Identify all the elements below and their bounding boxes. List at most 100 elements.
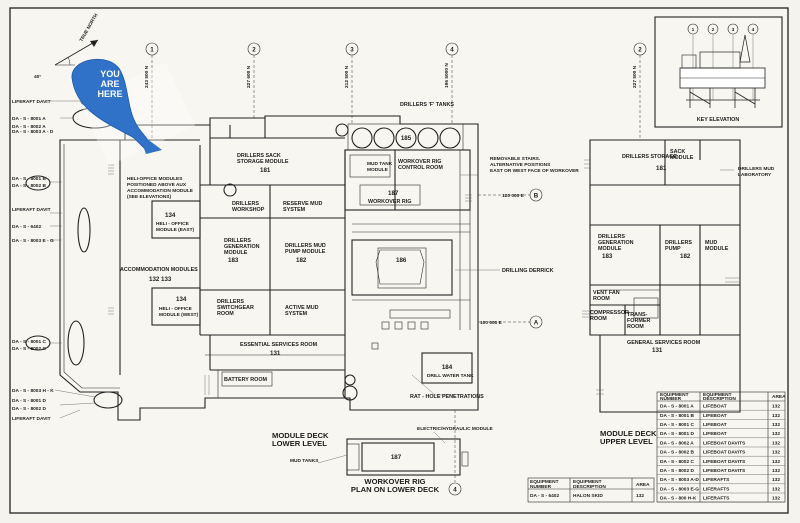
table-cell-desc: LIFEBOAT DAVITS	[703, 450, 746, 456]
removable-stairs-line: ALTERNATIVE POSITIONS	[490, 162, 551, 168]
table-cell-area: 132	[772, 468, 780, 474]
upper-sack-line: SACK	[670, 149, 685, 155]
heli-note-line: ACCOMMODATION MODULE	[127, 188, 194, 194]
switchgear-line: ROOM	[217, 311, 234, 317]
equipment-label: DA - S - 8001 C	[12, 339, 46, 345]
drillers-gen-line: DRILLERS	[224, 238, 251, 244]
pin-line-3: HERE	[97, 89, 122, 99]
equipment-label: LIFERAFT DAVIT	[12, 207, 51, 213]
heli-west-number: 134	[176, 296, 187, 303]
upper-mud-module-line: MODULE	[705, 246, 729, 252]
table-cell-desc: LIFEBOAT DAVITS	[703, 459, 746, 465]
tape-overlay	[79, 62, 196, 166]
essential-services: ESSENTIAL SERVICES ROOM	[240, 342, 318, 348]
table-cell-area: 132	[772, 477, 780, 483]
mud-tank-line: MUD TANK	[367, 161, 393, 167]
mud-tank-line: MODULE	[367, 167, 389, 173]
electric-hydraulic: ELECTRIC/HYDRAULIC MODULE	[417, 426, 493, 432]
equipment-label: DA - S - 6402	[12, 224, 41, 230]
heli-east-line: MODULE (EAST)	[156, 227, 195, 233]
upper-pump-line: PUMP	[665, 246, 681, 252]
grid-marker-label: 2	[638, 47, 642, 54]
grid-marker-label: 1	[150, 47, 154, 54]
table-cell-area: 132	[772, 440, 780, 446]
equipment-label: LIFERAFT DAVIT	[12, 99, 51, 105]
grid-a-coordinate: 100 000 E	[480, 320, 503, 326]
drillers-workshop-line: WORKSHOP	[232, 207, 265, 213]
table-header-number: NUMBER	[660, 396, 682, 402]
heli-east-line: HELI - OFFICE	[156, 221, 190, 227]
table-cell-area: 132	[772, 496, 780, 502]
upper-drillers-storage: DRILLERS STORAGE	[622, 154, 677, 160]
table-header-area: AREA	[772, 394, 786, 400]
grid-b-marker: B	[534, 193, 539, 200]
upper-mud-lab-line: LABORATORY	[738, 172, 772, 178]
sack-storage-number: 181	[260, 167, 271, 174]
table-cell-area: 132	[772, 413, 780, 419]
table-header-desc: EQUIPMENT	[703, 392, 732, 398]
table-cell-area: 132	[772, 404, 780, 410]
upper-general-services: GENERAL SERVICES ROOM	[627, 340, 701, 346]
upper-transformer-line: FORMER	[627, 318, 650, 324]
drillers-gen-line: MODULE	[224, 250, 248, 256]
equipment-label: DA - S - 8002 D	[12, 406, 46, 412]
grid-marker-label: 2	[252, 47, 256, 54]
upper-compressor-line: COMPRESSOR	[590, 310, 629, 316]
key-elevation-title: KEY ELEVATION	[697, 117, 740, 123]
table-cell-area: 132	[772, 459, 780, 465]
grid-marker-label: 3	[350, 47, 354, 54]
upper-general-number: 131	[652, 347, 663, 354]
table-cell-number: DA - S - 8001 B	[660, 413, 694, 419]
key-marker-label: 4	[752, 27, 755, 33]
table-cell-number: DA - S - 8001 D	[660, 431, 694, 437]
active-mud-line: SYSTEM	[285, 311, 308, 317]
upper-gen-line: MODULE	[598, 246, 622, 252]
upper-pump-line: DRILLERS	[665, 240, 692, 246]
upper-mud-module-line: MUD	[705, 240, 717, 246]
small-table-header: EQUIPMENT	[530, 479, 559, 485]
drillers-gen-number: 183	[228, 257, 239, 264]
table-cell-number: DA - S - 8002 C	[660, 459, 694, 465]
grid-markers	[145, 42, 647, 496]
table-cell-desc: LIFERAFTS	[703, 486, 730, 492]
heli-note-line: HELI-OFFICE MODULES	[127, 176, 183, 182]
upper-title-line: UPPER LEVEL	[600, 437, 653, 446]
small-table-cell: DA - S - 6402	[530, 493, 559, 499]
north-angle: 40°	[34, 74, 41, 80]
mud-pump-line: DRILLERS MUD	[285, 243, 326, 249]
grid-coordinate: 212 500 N	[344, 65, 350, 88]
essential-services-number: 131	[270, 350, 281, 357]
mud-tanks: MUD TANKS	[290, 458, 319, 464]
upper-level-plan	[582, 139, 741, 413]
north-arrow	[54, 39, 99, 66]
removable-stairs-line: REMOVABLE STAIRS.	[490, 156, 540, 162]
drill-water-label: DRILL WATER TANK	[427, 373, 474, 379]
upper-title-line: MODULE DECK	[600, 429, 657, 438]
small-table-header: DESCRIPTION	[573, 484, 606, 490]
table-cell-number: DA - S - 800 H-K	[660, 496, 697, 502]
table-cell-area: 132	[772, 450, 780, 456]
upper-gen-line: GENERATION	[598, 240, 634, 246]
table-cell-desc: LIFERAFTS	[703, 477, 730, 483]
wo-lower-number: 187	[391, 454, 402, 461]
small-table-header: EQUIPMENT	[573, 479, 602, 485]
upper-181: 181	[656, 165, 667, 172]
equipment-label: DA - S - 8001 D	[12, 398, 46, 404]
grid-marker-label: 4	[450, 47, 454, 54]
upper-compressor-line: ROOM	[590, 316, 607, 322]
table-cell-number: DA - S - 8001 A	[660, 404, 694, 410]
table-cell-number: DA - S - 8003 A-D	[660, 477, 699, 483]
f-tank-number: 185	[401, 135, 412, 142]
equipment-table-grid	[527, 391, 786, 503]
pin-line-1: YOU	[100, 69, 120, 79]
small-table-cell: HALON SKID	[573, 493, 603, 499]
table-cell-area: 132	[772, 486, 780, 492]
drill-water-number: 184	[442, 364, 453, 371]
equipment-label: DA - S - 8001 B	[12, 176, 46, 182]
pin-text: YOU ARE HERE	[97, 69, 122, 99]
